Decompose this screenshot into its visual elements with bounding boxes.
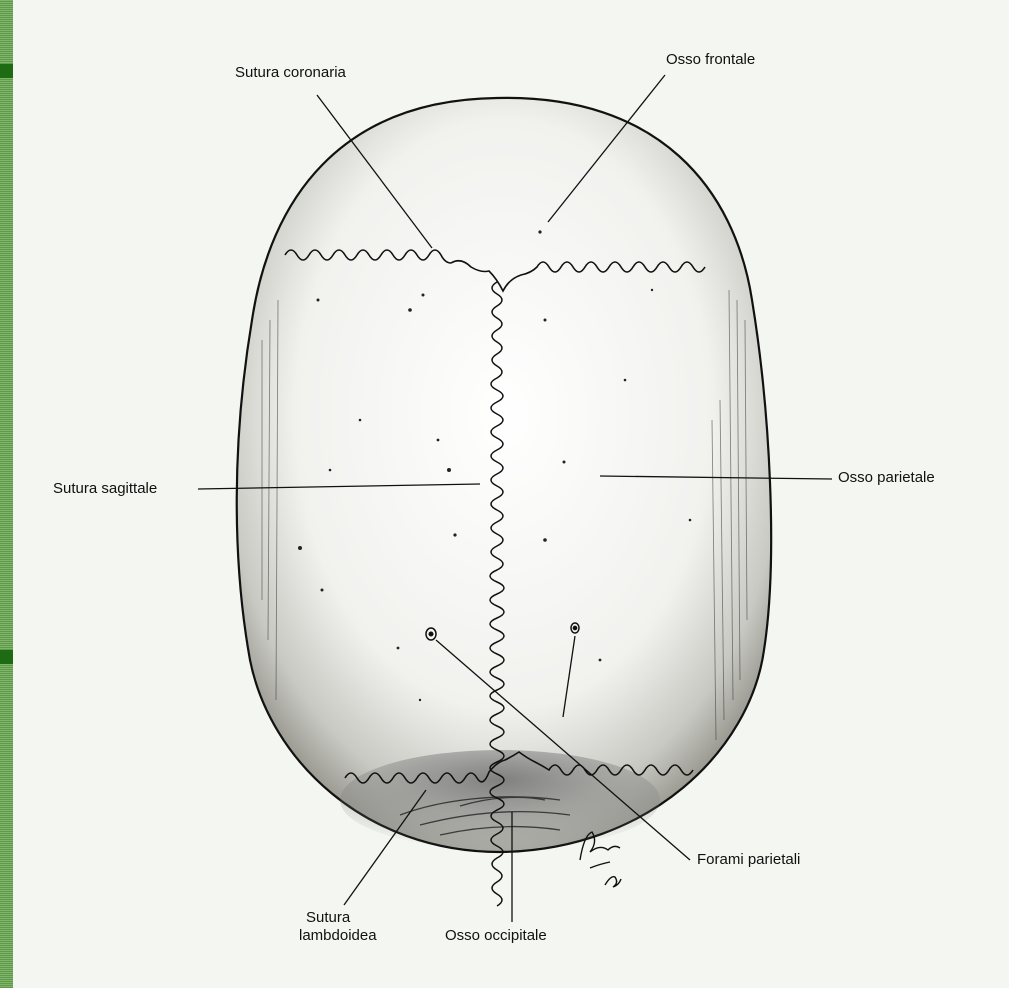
label-lambdoid-suture-line2: lambdoidea [299, 927, 377, 945]
label-parietal-bone: Osso parietale [838, 469, 935, 487]
label-lambdoid-suture-line1: Sutura [306, 909, 350, 927]
label-coronal-suture: Sutura coronaria [235, 64, 346, 82]
label-parietal-foramina: Forami parietali [697, 851, 800, 869]
label-frontal-bone: Osso frontale [666, 51, 755, 69]
skull-outline [237, 98, 771, 852]
label-occipital-bone: Osso occipitale [445, 927, 547, 945]
label-sagittal-suture: Sutura sagittale [53, 480, 157, 498]
